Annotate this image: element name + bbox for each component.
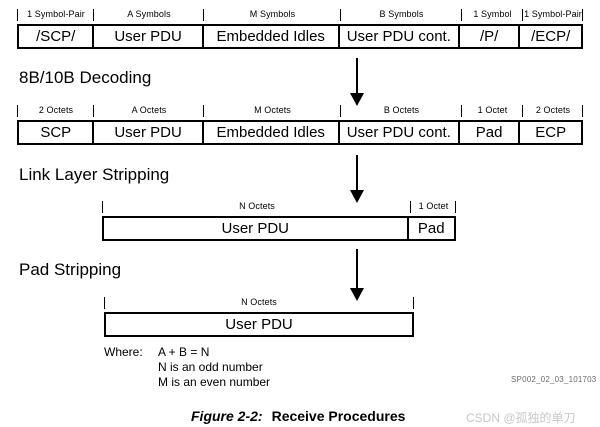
field-user-pdu: User PDU <box>225 316 293 333</box>
tick-mark <box>522 105 523 117</box>
measure-band-octet-row: 2 Octets A Octets M Octets B Octets 1 Oc… <box>17 104 583 118</box>
measure-label: 1 Octet <box>477 105 508 115</box>
symbol-row: /SCP/ User PDU Embedded Idles User PDU c… <box>17 24 583 49</box>
field-user-pdu-cont: User PDU cont. <box>340 26 460 47</box>
tick-mark <box>17 105 18 117</box>
tick-mark <box>102 201 103 213</box>
measure-band-stripped-row: N Octets 1 Octet <box>102 200 456 214</box>
tick-mark <box>104 297 105 309</box>
measure-band-symbol-row: 1 Symbol-Pair A Symbols M Symbols B Symb… <box>17 8 583 22</box>
flow-arrow-shaft <box>356 58 358 95</box>
flow-arrow-head <box>350 288 364 301</box>
measure-label: N Octets <box>239 201 275 211</box>
tick-mark <box>582 105 583 117</box>
figure-number: Figure 2-2: <box>191 408 263 424</box>
flow-arrow-shaft <box>356 249 358 290</box>
measure-label: M Octets <box>254 105 291 115</box>
csdn-watermark: CSDN @孤独的单刀 <box>466 411 576 425</box>
measure-band-final-row: N Octets <box>104 296 414 310</box>
measure-label: B Octets <box>383 105 420 115</box>
field-pad: Pad <box>417 220 445 237</box>
measure-label: 1 Symbol-Pair <box>27 9 85 19</box>
flow-arrow-head <box>350 93 364 106</box>
measure-label: N Octets <box>241 297 277 307</box>
field-scp: /SCP/ <box>19 26 95 47</box>
field-p: /P/ <box>460 26 521 47</box>
field-user-pdu: User PDU <box>94 122 204 143</box>
field-user-pdu: User PDU <box>94 26 204 47</box>
tick-mark <box>410 201 411 213</box>
tick-mark <box>461 105 462 117</box>
document-id: SP002_02_03_101703 <box>511 375 597 384</box>
field-user-pdu-cont: User PDU cont. <box>340 122 460 143</box>
tick-mark <box>455 201 456 213</box>
where-lines: A + B = N N is an odd number M is an eve… <box>158 345 270 390</box>
tick-mark <box>461 9 462 21</box>
measure-label: 1 Symbol <box>473 9 512 19</box>
tick-mark <box>93 9 94 21</box>
where-line: M is an even number <box>158 375 271 389</box>
tick-mark <box>582 9 583 21</box>
stripped-row: User PDU Pad <box>102 216 456 241</box>
section-heading-pad-stripping: Pad Stripping <box>19 260 122 279</box>
measure-label: 2 Octets <box>535 105 571 115</box>
measure-label: 1 Octet <box>418 201 449 211</box>
final-row: User PDU <box>104 312 414 337</box>
octet-row: SCP User PDU Embedded Idles User PDU con… <box>17 120 583 145</box>
field-embedded-idles: Embedded Idles <box>204 122 340 143</box>
measure-label: M Symbols <box>249 9 296 19</box>
figure-caption: Figure 2-2: Receive Procedures <box>191 408 405 424</box>
tick-mark <box>340 9 341 21</box>
measure-label: 2 Octets <box>38 105 74 115</box>
tick-mark <box>340 105 341 117</box>
measure-label: B Symbols <box>379 9 424 19</box>
section-heading-8b10b-decoding: 8B/10B Decoding <box>19 68 152 87</box>
tick-mark <box>93 105 94 117</box>
field-user-pdu: User PDU <box>104 218 409 239</box>
field-pad: Pad <box>460 122 521 143</box>
field-scp: SCP <box>19 122 95 143</box>
tick-mark <box>413 297 414 309</box>
field-embedded-idles: Embedded Idles <box>204 26 340 47</box>
tick-mark <box>203 9 204 21</box>
measure-label: 1 Symbol-Pair <box>524 9 582 19</box>
flow-arrow-head <box>350 190 364 203</box>
where-line: A + B = N <box>158 345 210 359</box>
figure-title: Receive Procedures <box>271 408 406 424</box>
where-label: Where: <box>104 345 143 359</box>
section-heading-link-layer-stripping: Link Layer Stripping <box>19 165 170 184</box>
field-ecp: /ECP/ <box>531 28 571 45</box>
field-ecp: ECP <box>535 124 567 141</box>
tick-mark <box>203 105 204 117</box>
measure-label: A Symbols <box>127 9 171 19</box>
measure-label: A Octets <box>131 105 167 115</box>
where-line: N is an odd number <box>158 360 263 374</box>
tick-mark <box>522 9 523 21</box>
tick-mark <box>17 9 18 21</box>
flow-arrow-shaft <box>356 155 358 192</box>
